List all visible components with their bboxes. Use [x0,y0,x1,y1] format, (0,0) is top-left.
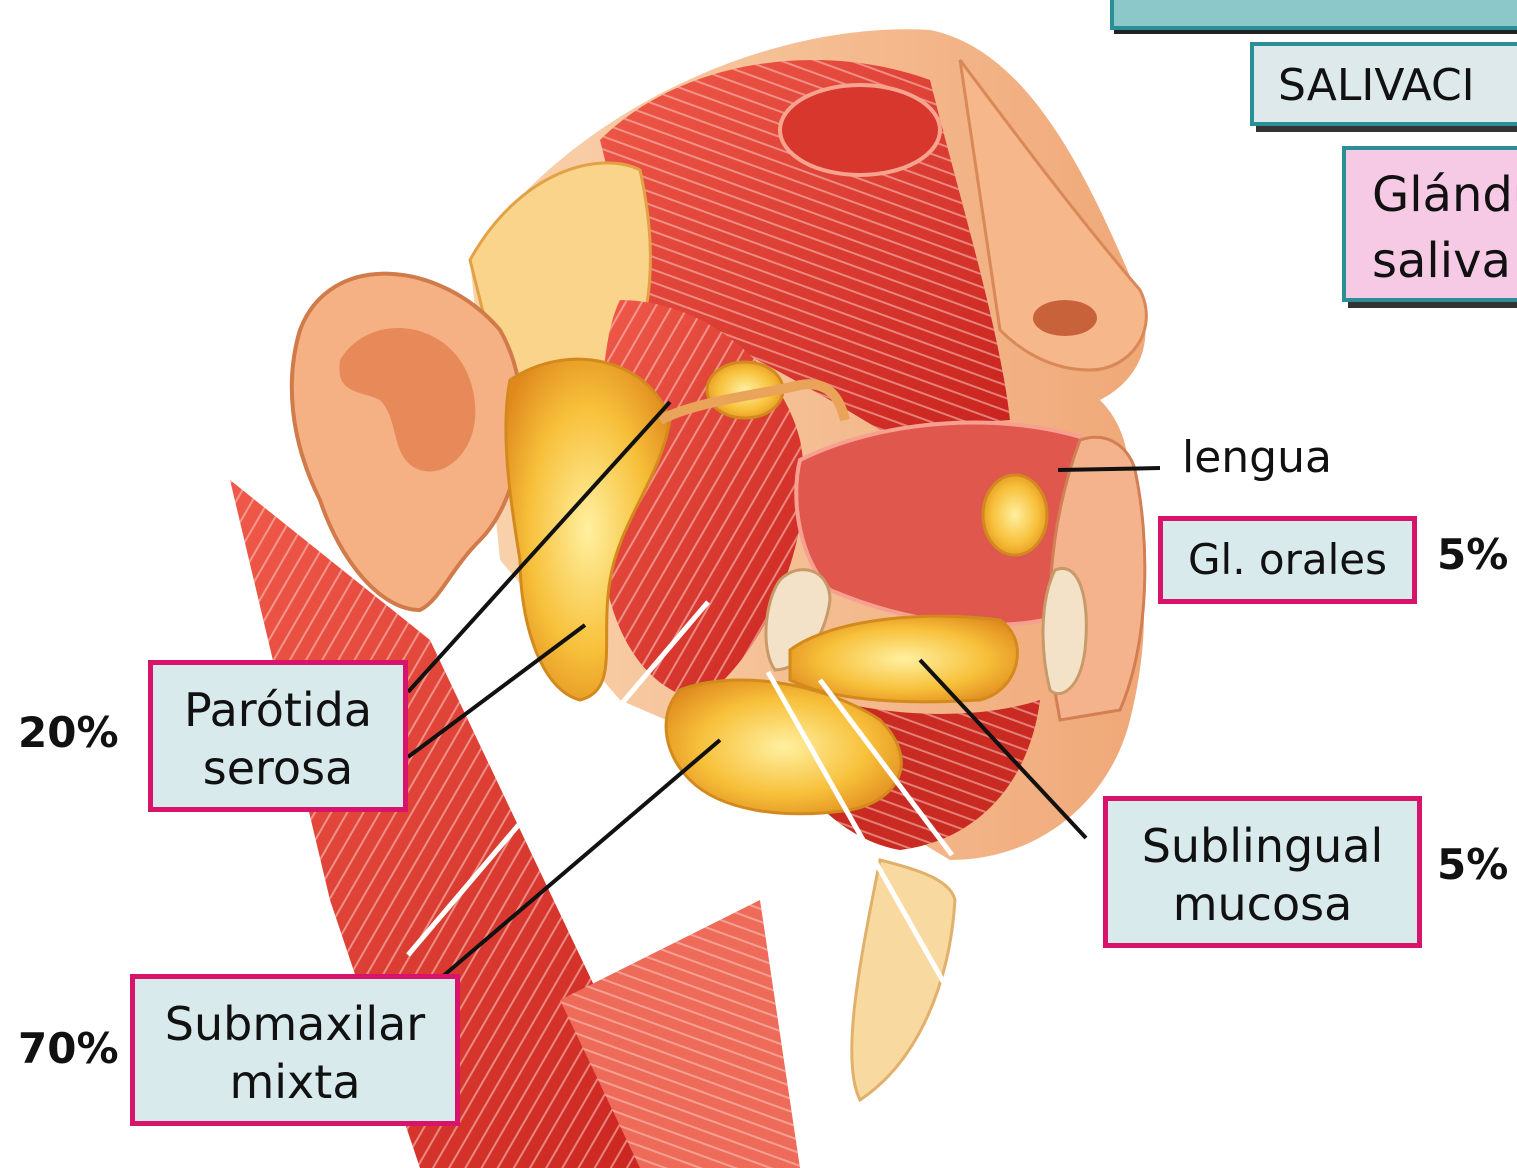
mandible-section [1043,568,1086,693]
salivacion-header: SALIVACI [1250,42,1517,126]
submaxilar-type: mixta [135,1053,455,1111]
title-bar [1110,0,1517,30]
oral-gland [983,475,1047,555]
parotida-percent: 20% [18,708,119,757]
parotida-name: Parótida [153,681,403,739]
glandulas-header: Glándu saliva [1342,146,1517,302]
submaxilar-box: Submaxilar mixta [130,974,460,1126]
glandulas-line1: Glándu [1372,162,1517,228]
gl-orales-box: Gl. orales [1158,516,1417,604]
leader-lengua [1058,468,1160,470]
sublingual-name: Sublingual [1108,817,1417,875]
submaxilar-name: Submaxilar [135,995,455,1053]
eye-muscle [780,85,940,175]
nostril [1033,300,1097,336]
submaxilar-percent: 70% [18,1024,119,1073]
gl-orales-name: Gl. orales [1163,521,1412,599]
sublingual-percent: 5% [1437,840,1508,889]
sublingual-box: Sublingual mucosa [1103,796,1422,948]
glandulas-line2: saliva [1372,228,1517,294]
parotida-type: serosa [153,739,403,797]
parotida-box: Parótida serosa [148,660,408,812]
salivacion-text: SALIVACI [1278,60,1475,111]
sublingual-type: mucosa [1108,875,1417,933]
lengua-label: lengua [1182,432,1332,483]
gl-orales-percent: 5% [1437,530,1508,579]
